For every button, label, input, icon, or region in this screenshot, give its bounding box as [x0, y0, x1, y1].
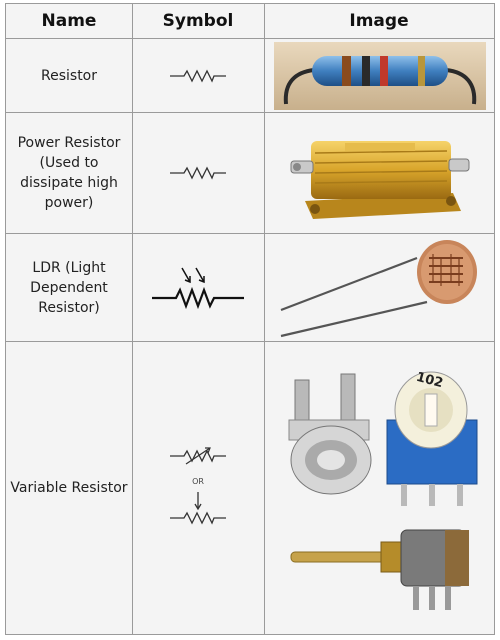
- row-name-power-resistor: Power Resistor (Used to dissipate high p…: [17, 135, 121, 211]
- axial-resistor-photo-icon: [273, 41, 486, 110]
- header-symbol: Symbol: [162, 11, 234, 31]
- header-name: Name: [41, 11, 97, 31]
- component-table: Name Symbol Image Resistor Power Resisto…: [5, 3, 495, 635]
- variable-resistor-symbols-icon: OR: [170, 447, 226, 525]
- ldr-symbol-icon: [152, 267, 244, 309]
- power-resistor-symbol-cell: [132, 113, 264, 233]
- or-separator: OR: [192, 477, 204, 486]
- column-divider: [264, 4, 265, 634]
- trimmer-and-potentiometer-photo-icon: 102: [288, 370, 477, 610]
- row-divider: [6, 233, 494, 234]
- trimmer-marking: 102: [414, 370, 444, 392]
- rheostat-symbol-icon: [170, 447, 226, 465]
- ldr-photo-icon: [280, 239, 477, 337]
- resistor-image-cell: [265, 39, 494, 112]
- variable-resistor-symbol-cell: OR: [132, 342, 264, 634]
- ldr-symbol-cell: [132, 234, 264, 341]
- row-name-ldr: LDR (Light Dependent Resistor): [30, 259, 108, 316]
- row-divider: [6, 341, 494, 342]
- fixed-resistor-symbol-icon: [170, 69, 226, 83]
- potentiometer-symbol-icon: [170, 492, 226, 525]
- variable-resistor-image-cell: 102: [265, 342, 494, 634]
- header-image: Image: [349, 11, 409, 31]
- row-divider: [6, 38, 494, 39]
- power-resistor-image-cell: [265, 113, 494, 233]
- ldr-image-cell: [265, 234, 494, 341]
- row-name-resistor: Resistor: [41, 67, 97, 84]
- column-divider: [132, 4, 133, 634]
- power-resistor-photo-icon: [290, 141, 469, 219]
- fixed-resistor-symbol-icon: [170, 166, 226, 180]
- row-name-variable-resistor: Variable Resistor: [10, 480, 128, 496]
- resistor-symbol-cell: [132, 39, 264, 112]
- row-divider: [6, 112, 494, 113]
